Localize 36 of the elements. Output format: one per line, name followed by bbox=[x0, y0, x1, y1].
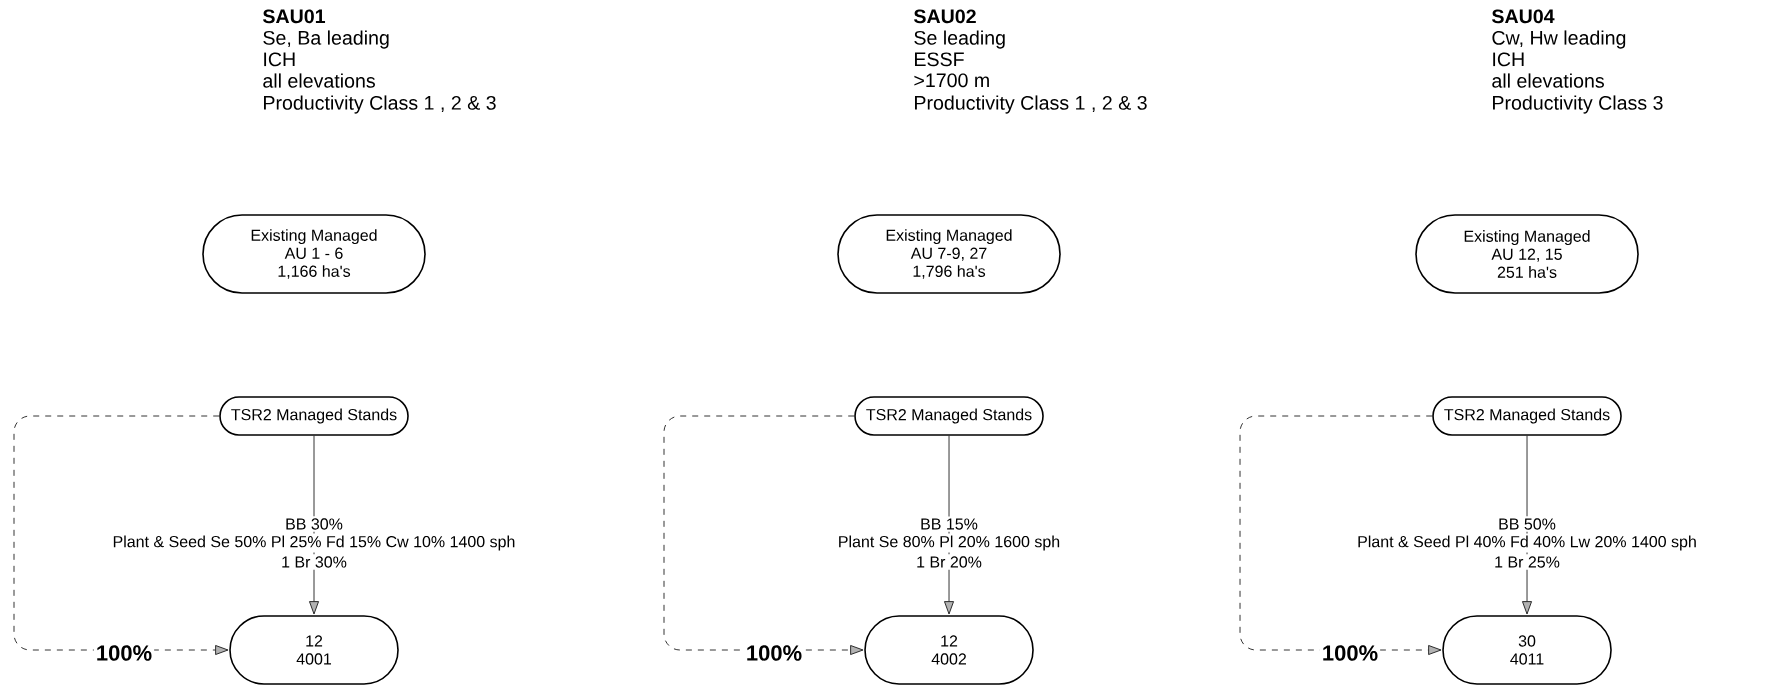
heading: SAU02 bbox=[914, 9, 976, 24]
dashed-arrow bbox=[13, 415, 229, 655]
heading: SAU01 bbox=[262, 9, 326, 24]
description-text: Productivity Class 1 , 2 & 3 bbox=[264, 95, 496, 114]
percent-label: 100% bbox=[93, 643, 155, 663]
description-text: Productivity Class 1 , 2 & 3 bbox=[915, 95, 1147, 114]
percent-label: 100% bbox=[743, 643, 805, 663]
description-text: Productivity Class 3 bbox=[1493, 95, 1663, 114]
description-text: Se, Ba leading bbox=[263, 30, 389, 49]
percent-label: 100% bbox=[1319, 643, 1381, 663]
heading: SAU04 bbox=[1492, 9, 1555, 24]
rounded-box: 12 4002 bbox=[864, 615, 1034, 685]
rounded-box: Existing Managed AU 12, 15 251 ha's bbox=[1415, 214, 1639, 294]
description-text: all elevations bbox=[263, 73, 375, 88]
treatment-text: BB 15% bbox=[918, 516, 980, 532]
rounded-box: Existing Managed AU 1 - 6 1,166 ha's bbox=[202, 214, 426, 294]
description-text: ICH bbox=[1493, 52, 1524, 67]
treatment-text: BB 50% bbox=[1496, 516, 1558, 532]
description-text: ESSF bbox=[915, 52, 964, 67]
description-text: Cw, Hw leading bbox=[1492, 30, 1626, 49]
treatment-text: BB 30% bbox=[283, 516, 345, 532]
rounded-box: TSR2 Managed Stands bbox=[1432, 396, 1622, 436]
treatment-text: 1 Br 30% bbox=[279, 554, 349, 570]
description-text: Se leading bbox=[914, 30, 1005, 49]
rounded-box: TSR2 Managed Stands bbox=[854, 396, 1044, 436]
description-text: all elevations bbox=[1492, 73, 1604, 88]
description-text: ICH bbox=[264, 52, 295, 67]
treatment-text: 1 Br 20% bbox=[914, 554, 984, 570]
dashed-arrow bbox=[663, 415, 864, 655]
treatment-text: 1 Br 25% bbox=[1492, 554, 1562, 570]
description-text: >1700 m bbox=[914, 73, 989, 88]
dashed-arrow bbox=[1239, 415, 1442, 655]
rounded-box: TSR2 Managed Stands bbox=[219, 396, 409, 436]
rounded-box: 12 4001 bbox=[229, 615, 399, 685]
rounded-box: 30 4011 bbox=[1442, 615, 1612, 685]
rounded-box: Existing Managed AU 7-9, 27 1,796 ha's bbox=[837, 214, 1061, 294]
